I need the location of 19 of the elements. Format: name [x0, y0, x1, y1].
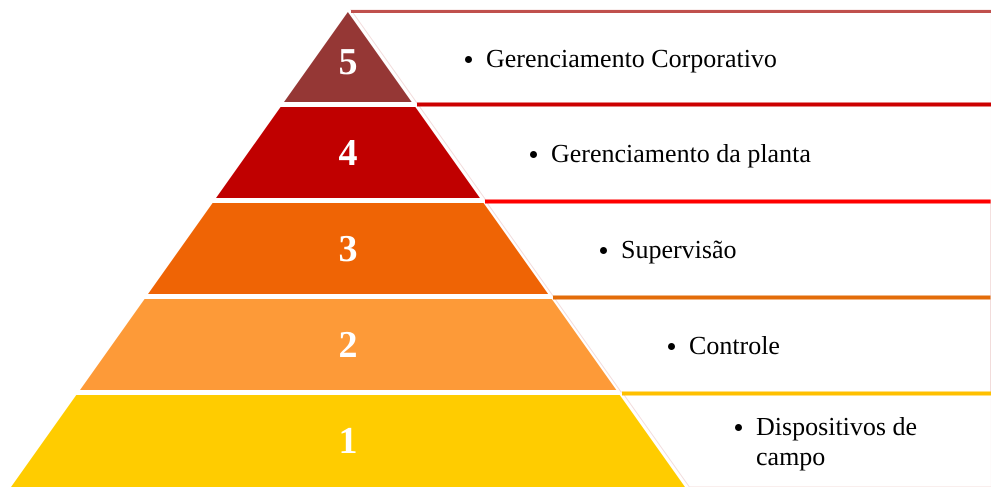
level-description: Gerenciamento Corporativo: [486, 44, 777, 74]
pyramid-level: [80, 299, 616, 390]
description-panel: [553, 296, 991, 392]
level-description: Dispositivos de campo: [756, 412, 918, 472]
description-panel: [622, 392, 991, 487]
level-number: 3: [338, 230, 358, 268]
pyramid-level: [148, 203, 548, 294]
pyramid-level: [216, 107, 480, 198]
pyramid-level: [284, 12, 412, 102]
level-number: 5: [338, 42, 358, 80]
level-description: Gerenciamento da planta: [550, 138, 811, 168]
level-description: Controle: [688, 331, 780, 361]
description-panel: [416, 103, 991, 200]
level-number: 4: [338, 134, 358, 172]
level-number: 2: [338, 326, 358, 364]
pyramid-level: [10, 395, 685, 487]
description-panel: [485, 200, 991, 296]
level-description: Supervisão: [620, 235, 737, 265]
level-number: 1: [338, 422, 358, 460]
